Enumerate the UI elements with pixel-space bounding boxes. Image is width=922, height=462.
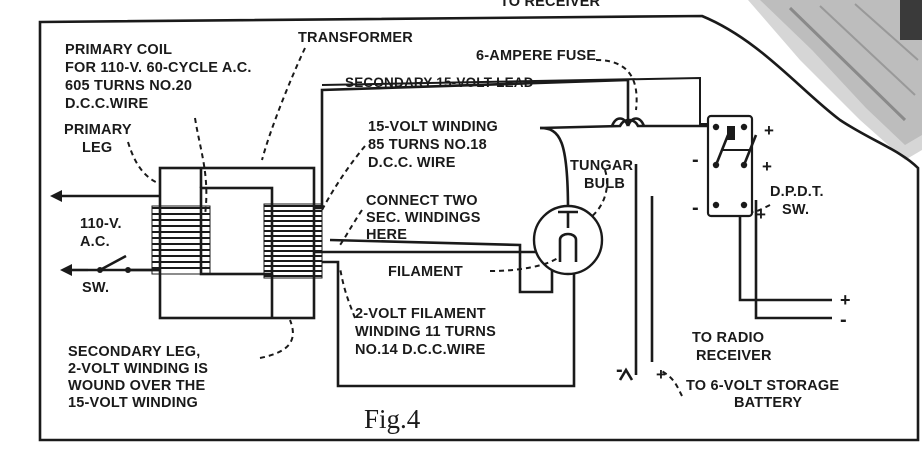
secondary-leg-line-1: SECONDARY LEG, xyxy=(68,344,201,360)
sign-minus-sw-1: - xyxy=(692,149,699,171)
radio-line-2: RECEIVER xyxy=(696,348,772,364)
primary-coil-line-4: D.C.C.WIRE xyxy=(65,96,148,112)
sign-plus-sw-3: + xyxy=(756,205,766,224)
diagram-border xyxy=(38,14,920,442)
terminal-signs: + + + - - + - - + xyxy=(616,121,851,384)
ac-input-wires xyxy=(50,190,160,276)
connect-line-1: CONNECT TWO xyxy=(366,193,478,209)
top-cut-text: TO RECEIVER xyxy=(500,0,601,10)
connect-line-2: SEC. WINDINGS xyxy=(366,210,481,226)
sign-minus-radio: - xyxy=(840,309,847,331)
dpdt-line-1: D.P.D.T. xyxy=(770,184,824,200)
battery-label: TO 6-VOLT STORAGE BATTERY xyxy=(686,378,839,411)
dpdt-label: D.P.D.T. SW. xyxy=(770,184,824,218)
dpdt-line-2: SW. xyxy=(782,202,809,218)
radio-label: TO RADIO RECEIVER xyxy=(692,330,772,364)
primary-leg-label: PRIMARY LEG xyxy=(64,122,132,156)
winding-15v-line-3: D.C.C. WIRE xyxy=(368,155,456,171)
battery-line-1: TO 6-VOLT STORAGE xyxy=(686,378,839,394)
ac-line-1: 110-V. xyxy=(80,216,122,232)
primary-winding xyxy=(151,205,211,275)
secondary-leg-line-3: WOUND OVER THE xyxy=(68,378,205,394)
sw-label: SW. xyxy=(82,280,109,296)
sign-minus-sw-2: - xyxy=(692,197,699,219)
leader-lines xyxy=(127,47,771,397)
sign-plus-battery: + xyxy=(656,365,666,384)
sign-plus-sw-2: + xyxy=(762,157,772,176)
secondary-leg-line-2: 2-VOLT WINDING IS xyxy=(68,361,208,377)
tungar-label: TUNGAR BULB xyxy=(570,158,634,192)
filament-winding-line-1: 2-VOLT FILAMENT xyxy=(355,306,486,322)
radio-line-1: TO RADIO xyxy=(692,330,764,346)
filament-winding-line-2: WINDING 11 TURNS xyxy=(355,324,496,340)
secondary-winding xyxy=(263,203,323,279)
ac-line-2: A.C. xyxy=(80,234,110,250)
sign-minus-battery: - xyxy=(616,359,623,381)
primary-coil-line-3: 605 TURNS NO.20 xyxy=(65,78,192,94)
primary-leg-line-2: LEG xyxy=(82,140,112,156)
ac-input-label: 110-V. A.C. xyxy=(80,216,122,250)
connect-label: CONNECT TWO SEC. WINDINGS HERE xyxy=(366,193,481,243)
tungar-line-1: TUNGAR xyxy=(570,158,634,174)
filament-winding-label: 2-VOLT FILAMENT WINDING 11 TURNS NO.14 D… xyxy=(355,306,496,358)
winding-15v-line-1: 15-VOLT WINDING xyxy=(368,119,498,135)
photo-corner xyxy=(748,0,922,160)
figure-label: Fig.4 xyxy=(364,404,421,434)
primary-coil-line-2: FOR 110-V. 60-CYCLE A.C. xyxy=(65,60,252,76)
battery-line-2: BATTERY xyxy=(734,395,802,411)
transformer-label: TRANSFORMER xyxy=(298,30,413,46)
sign-plus-sw-1: + xyxy=(764,121,774,140)
filament-label: FILAMENT xyxy=(388,264,463,280)
fuse-label: 6-AMPERE FUSE xyxy=(476,48,596,64)
tungar-bulb xyxy=(532,204,604,276)
tungar-line-2: BULB xyxy=(584,176,625,192)
filament-winding-line-3: NO.14 D.C.C.WIRE xyxy=(355,342,486,358)
primary-coil-line-1: PRIMARY COIL xyxy=(65,42,172,58)
sign-plus-radio: + xyxy=(840,290,851,310)
dpdt-switch xyxy=(706,114,758,218)
secondary-leg-line-4: 15-VOLT WINDING xyxy=(68,395,198,411)
fuse xyxy=(610,117,646,127)
secondary-leg-label: SECONDARY LEG, 2-VOLT WINDING IS WOUND O… xyxy=(68,344,208,411)
connect-line-3: HERE xyxy=(366,227,407,243)
primary-leg-line-1: PRIMARY xyxy=(64,122,132,138)
winding-15v-label: 15-VOLT WINDING 85 TURNS NO.18 D.C.C. WI… xyxy=(368,119,498,171)
secondary-lead-label: SECONDARY 15-VOLT LEAD xyxy=(345,75,534,90)
winding-15v-line-2: 85 TURNS NO.18 xyxy=(368,137,487,153)
primary-coil-label: PRIMARY COIL FOR 110-V. 60-CYCLE A.C. 60… xyxy=(65,42,252,112)
